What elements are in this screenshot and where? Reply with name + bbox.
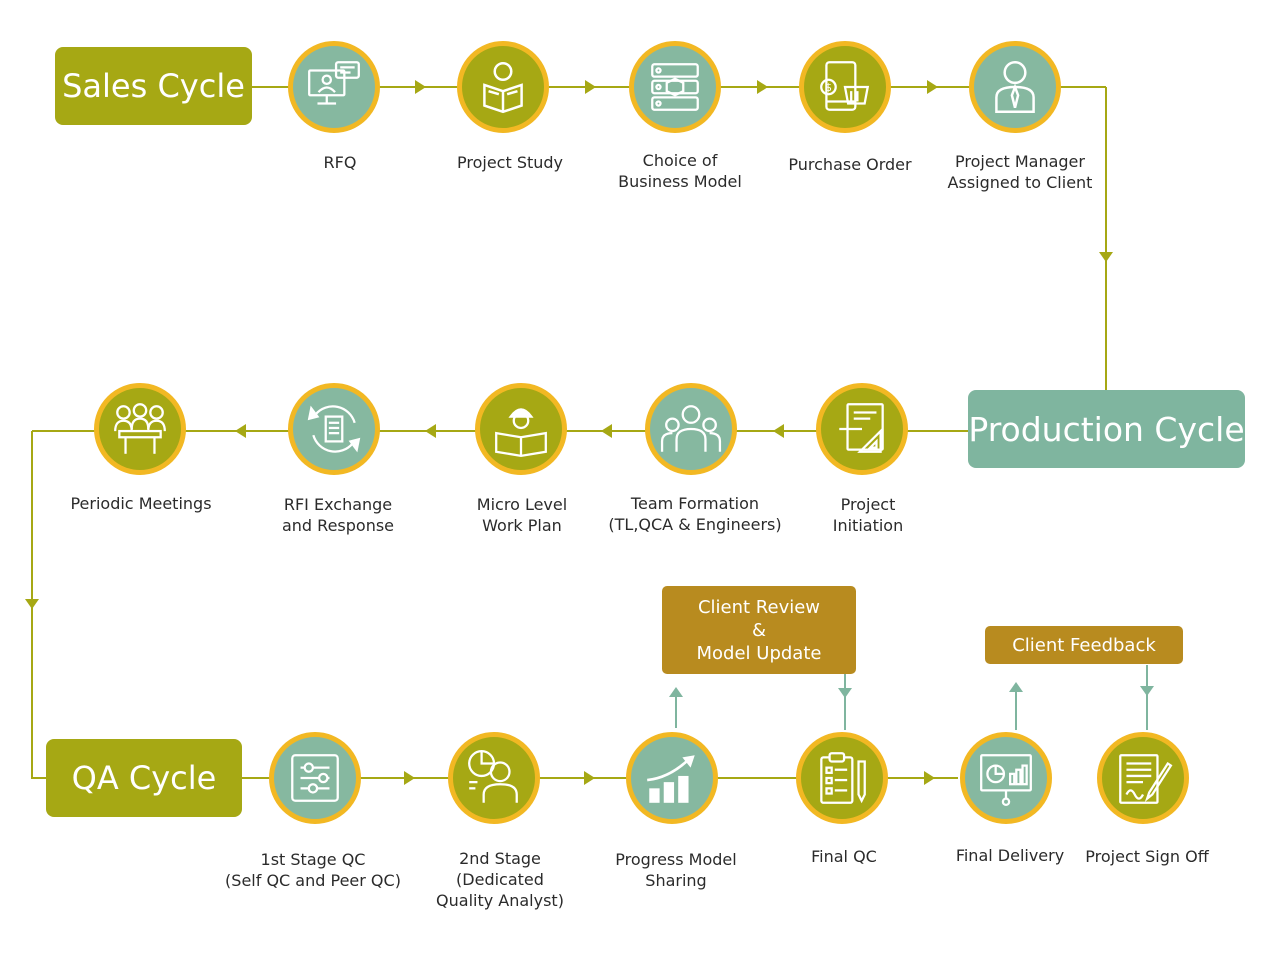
step-purchase-order-label: Purchase Order xyxy=(788,155,912,174)
analyst-icon xyxy=(448,732,540,824)
reading-person-icon xyxy=(457,41,549,133)
growth-chart-icon xyxy=(626,732,718,824)
svg-text:$: $ xyxy=(825,82,832,94)
step-first-stage-qc-label: 1st Stage QC(Self QC and Peer QC) xyxy=(225,850,401,890)
step-project-sign-off-label: Project Sign Off xyxy=(1085,847,1209,866)
sign-document-icon xyxy=(1097,732,1189,824)
checklist-icon xyxy=(796,732,888,824)
computer-chat-icon xyxy=(288,41,380,133)
client-review-callout: Client Review&Model Update xyxy=(662,586,856,674)
document-cycle-icon xyxy=(288,383,380,475)
manager-icon xyxy=(969,41,1061,133)
client-feedback-callout: Client Feedback xyxy=(985,626,1183,664)
presentation-board-icon xyxy=(960,732,1052,824)
step-rfq-label: RFQ xyxy=(323,153,357,172)
blueprint-icon xyxy=(816,383,908,475)
meeting-icon xyxy=(94,383,186,475)
sales-cycle-header: Sales Cycle xyxy=(55,47,252,125)
engineer-plan-icon xyxy=(475,383,567,475)
step-project-study-label: Project Study xyxy=(456,153,564,172)
server-model-icon xyxy=(629,41,721,133)
step-team-formation-label: Team Formation(TL,QCA & Engineers) xyxy=(608,494,782,534)
step-final-delivery-label: Final Delivery xyxy=(955,846,1065,865)
sliders-icon xyxy=(269,732,361,824)
team-icon xyxy=(645,383,737,475)
step-final-qc-label: Final QC xyxy=(811,847,877,866)
qa-cycle-header: QA Cycle xyxy=(46,739,242,817)
production-cycle-header: Production Cycle xyxy=(968,390,1245,468)
tablet-cart-icon: $ xyxy=(799,41,891,133)
step-periodic-meetings-label: Periodic Meetings xyxy=(70,494,212,513)
